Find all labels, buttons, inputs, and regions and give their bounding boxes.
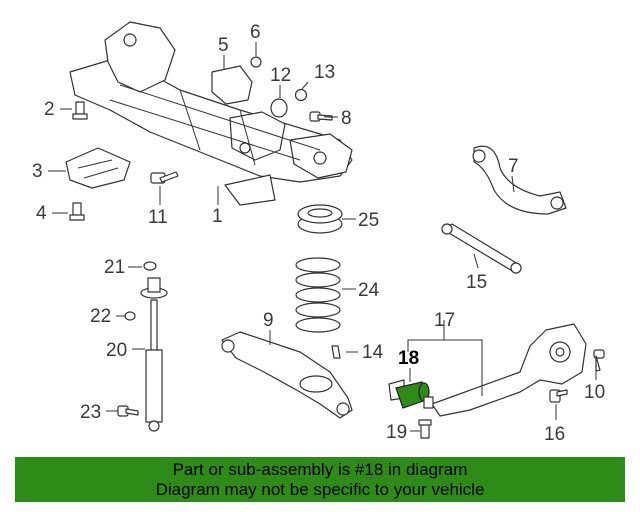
trailing-arm-17-part bbox=[431, 323, 587, 417]
callout-8: 8 bbox=[341, 108, 352, 129]
callout-21: 21 bbox=[104, 257, 125, 278]
bolt-16-part bbox=[549, 389, 568, 403]
callout-6: 6 bbox=[250, 22, 261, 43]
callout-7: 7 bbox=[508, 156, 519, 177]
spring-seat-25-part bbox=[297, 204, 343, 234]
rod-15-part bbox=[443, 223, 519, 273]
nut-6-part bbox=[250, 56, 262, 68]
bracket-part bbox=[65, 147, 131, 189]
callout-20: 20 bbox=[106, 340, 127, 361]
banner-line-2: Diagram may not be specific to your vehi… bbox=[155, 480, 485, 499]
callout-13: 13 bbox=[314, 62, 335, 83]
callout-labels: 1 2 3 4 5 6 7 8 9 10 11 12 13 14 15 16 1… bbox=[32, 22, 605, 445]
bushing-12-part bbox=[270, 98, 288, 118]
callout-17: 17 bbox=[434, 310, 455, 331]
callout-14: 14 bbox=[362, 342, 384, 363]
callout-11: 11 bbox=[148, 207, 168, 228]
bolt-19-part bbox=[418, 419, 432, 439]
callout-9: 9 bbox=[263, 310, 274, 331]
bolt-2-part bbox=[72, 101, 88, 120]
bushing-18-part bbox=[388, 379, 434, 409]
callout-2: 2 bbox=[44, 99, 55, 120]
lower-arm-9-part bbox=[221, 331, 353, 419]
callout-15: 15 bbox=[466, 272, 487, 293]
callout-25: 25 bbox=[358, 210, 379, 231]
parts-diagram: 1 2 3 4 5 6 7 8 9 10 11 12 13 14 15 16 1… bbox=[32, 21, 605, 445]
callout-24: 24 bbox=[358, 280, 380, 301]
callout-18: 18 bbox=[398, 348, 419, 369]
callout-1: 1 bbox=[212, 206, 223, 227]
bolt-23-part bbox=[117, 405, 139, 417]
callout-10: 10 bbox=[584, 382, 605, 403]
upper-arm-7-part bbox=[473, 145, 567, 215]
bushing-13-part bbox=[294, 88, 308, 102]
callout-3: 3 bbox=[32, 161, 43, 182]
bolt-10-part bbox=[593, 349, 605, 372]
clip-14-part bbox=[331, 345, 341, 359]
info-banner: Part or sub-assembly is #18 in diagram D… bbox=[15, 457, 625, 502]
callout-5: 5 bbox=[218, 35, 229, 56]
mount-22-part bbox=[140, 277, 168, 299]
callout-12: 12 bbox=[270, 65, 291, 86]
callout-16: 16 bbox=[544, 424, 565, 445]
callout-4: 4 bbox=[36, 203, 47, 224]
callout-22: 22 bbox=[90, 306, 111, 327]
shock-absorber-20-part bbox=[145, 299, 163, 432]
bolt-11-part bbox=[150, 171, 179, 184]
leader-lines bbox=[48, 42, 597, 432]
coil-spring-24-part bbox=[295, 257, 341, 333]
crossmember-part bbox=[69, 21, 353, 206]
callout-23: 23 bbox=[80, 402, 101, 423]
callout-19: 19 bbox=[386, 422, 407, 443]
bolt-4-part bbox=[69, 202, 85, 221]
nut-21-part bbox=[143, 261, 157, 271]
mount-5-part bbox=[211, 65, 253, 105]
banner-line-1: Part or sub-assembly is #18 in diagram bbox=[172, 460, 468, 479]
